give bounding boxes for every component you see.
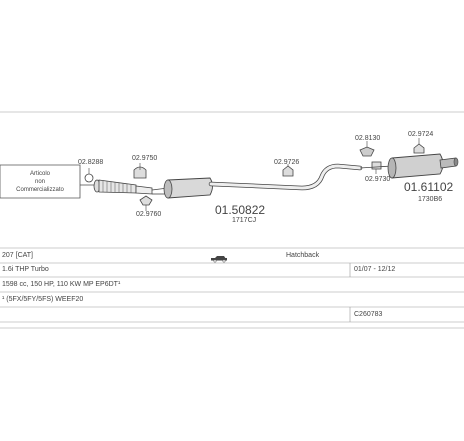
part-code-02-9730: 02.9730 (365, 176, 390, 183)
pipe-hanger-part[interactable] (282, 164, 294, 177)
hatchback-car-icon (211, 256, 227, 263)
engine-specs: 1598 cc, 150 HP, 110 KW MP EP6DT¹ (2, 281, 121, 288)
part-code-02-8130: 02.8130 (355, 135, 380, 142)
part-code-01-61102: 01.61102 (404, 180, 453, 194)
part-code-02-9750: 02.9750 (132, 155, 157, 162)
production-date-range: 01/07 - 12/12 (354, 266, 396, 273)
front-flex-pipe (93, 179, 153, 195)
clamp-part[interactable] (84, 168, 94, 183)
engine-codes: ¹ (5FX/5FY/5FS) WEEF20 (2, 296, 84, 303)
catalog-code: C260783 (354, 311, 383, 318)
model-name: 207 [CAT] (2, 252, 33, 259)
part-sub-code-1730b6: 1730B6 (418, 196, 442, 203)
part-sub-code-1717cj: 1717CJ (232, 217, 256, 224)
part-code-01-50822: 01.50822 (215, 203, 265, 217)
part-code-02-9724: 02.9724 (408, 131, 433, 138)
mounting-bracket-part[interactable] (139, 195, 153, 211)
flange-clamp-part[interactable] (359, 141, 375, 157)
note-line-3: Commercializzato (16, 187, 64, 193)
not-available-note-box: Articolo non Commercializzato (0, 164, 94, 199)
note-line-2: non (35, 179, 45, 185)
note-line-1: Articolo (30, 171, 51, 177)
centre-silencer-part[interactable] (151, 177, 213, 199)
body-type: Hatchback (286, 252, 320, 259)
part-code-02-8288: 02.8288 (78, 159, 103, 166)
engine-description: 1.6i THP Turbo (2, 266, 49, 273)
rubber-hanger-part[interactable] (133, 163, 147, 179)
rear-hanger-part[interactable] (371, 161, 382, 174)
silencer-hanger-part[interactable] (413, 138, 425, 154)
part-code-02-9726: 02.9726 (274, 159, 299, 166)
part-code-02-9760: 02.9760 (136, 211, 161, 218)
tail-pipe (439, 157, 457, 169)
rear-silencer-part[interactable] (359, 153, 459, 179)
info-table-lines (0, 247, 464, 329)
